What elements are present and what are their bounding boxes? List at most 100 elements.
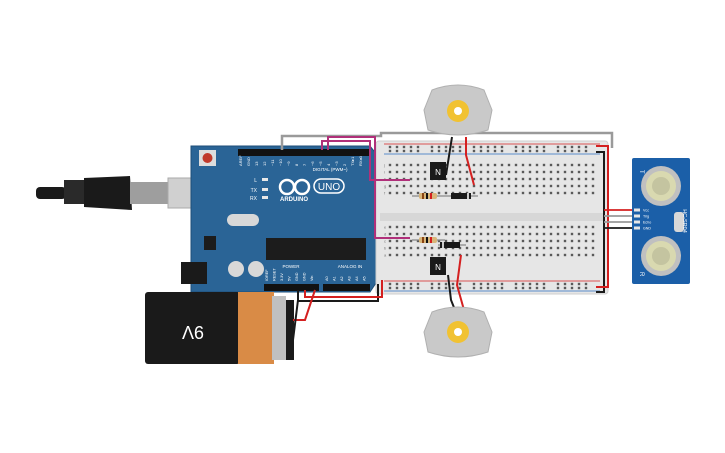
breadboard-hole[interactable] <box>430 286 434 290</box>
breadboard-hole[interactable] <box>479 232 483 236</box>
breadboard-hole[interactable] <box>507 177 511 181</box>
breadboard-hole[interactable] <box>535 163 539 167</box>
breadboard-hole[interactable] <box>535 286 539 290</box>
breadboard-hole[interactable] <box>514 253 518 257</box>
breadboard-hole[interactable] <box>591 191 595 195</box>
breadboard-hole[interactable] <box>388 239 392 243</box>
breadboard-hole[interactable] <box>577 286 581 290</box>
breadboard-hole[interactable] <box>388 253 392 257</box>
breadboard-hole[interactable] <box>416 253 420 257</box>
resistor-top[interactable] <box>412 193 445 199</box>
breadboard-hole[interactable] <box>577 282 581 286</box>
breadboard-hole[interactable] <box>500 225 504 229</box>
breadboard-hole[interactable] <box>402 232 406 236</box>
breadboard-hole[interactable] <box>500 282 504 286</box>
breadboard-hole[interactable] <box>444 282 448 286</box>
wire-5v-red[interactable] <box>304 280 383 298</box>
breadboard-hole[interactable] <box>423 253 427 257</box>
breadboard-hole[interactable] <box>528 191 532 195</box>
breadboard-hole[interactable] <box>584 149 588 153</box>
breadboard-hole[interactable] <box>437 145 441 149</box>
breadboard-hole[interactable] <box>409 191 413 195</box>
breadboard-hole[interactable] <box>556 225 560 229</box>
breadboard-hole[interactable] <box>451 286 455 290</box>
breadboard-hole[interactable] <box>528 246 532 250</box>
breadboard-hole[interactable] <box>479 239 483 243</box>
reset-button-cap[interactable] <box>202 153 213 163</box>
breadboard-hole[interactable] <box>542 145 546 149</box>
breadboard-hole[interactable] <box>542 253 546 257</box>
breadboard-hole[interactable] <box>486 163 490 167</box>
breadboard-hole[interactable] <box>479 149 483 153</box>
breadboard-hole[interactable] <box>486 286 490 290</box>
breadboard-hole[interactable] <box>423 170 427 174</box>
breadboard-hole[interactable] <box>570 191 574 195</box>
breadboard-hole[interactable] <box>507 253 511 257</box>
breadboard-hole[interactable] <box>570 282 574 286</box>
breadboard-hole[interactable] <box>584 163 588 167</box>
breadboard-hole[interactable] <box>514 239 518 243</box>
breadboard-hole[interactable] <box>528 177 532 181</box>
motor-bottom-wire-red[interactable] <box>455 254 465 311</box>
breadboard-hole[interactable] <box>493 232 497 236</box>
breadboard-hole[interactable] <box>514 170 518 174</box>
breadboard-hole[interactable] <box>521 145 525 149</box>
breadboard-hole[interactable] <box>430 225 434 229</box>
breadboard-hole[interactable] <box>521 177 525 181</box>
transistor-bottom[interactable]: N <box>430 257 446 275</box>
breadboard-hole[interactable] <box>493 239 497 243</box>
breadboard-hole[interactable] <box>472 225 476 229</box>
breadboard-hole[interactable] <box>402 246 406 250</box>
breadboard-hole[interactable] <box>479 163 483 167</box>
breadboard-hole[interactable] <box>423 232 427 236</box>
breadboard-hole[interactable] <box>542 246 546 250</box>
breadboard-hole[interactable] <box>577 149 581 153</box>
breadboard-hole[interactable] <box>472 246 476 250</box>
breadboard-hole[interactable] <box>409 282 413 286</box>
breadboard-hole[interactable] <box>437 239 441 243</box>
breadboard-hole[interactable] <box>528 170 532 174</box>
breadboard-hole[interactable] <box>570 286 574 290</box>
breadboard-hole[interactable] <box>388 282 392 286</box>
breadboard-hole[interactable] <box>493 191 497 195</box>
wire-signal-magenta[interactable] <box>327 136 410 239</box>
breadboard-hole[interactable] <box>430 253 434 257</box>
breadboard-hole[interactable] <box>556 239 560 243</box>
breadboard-hole[interactable] <box>402 170 406 174</box>
breadboard-hole[interactable] <box>479 286 483 290</box>
breadboard-hole[interactable] <box>402 149 406 153</box>
breadboard-hole[interactable] <box>451 253 455 257</box>
breadboard-hole[interactable] <box>437 286 441 290</box>
breadboard-hole[interactable] <box>528 149 532 153</box>
breadboard-hole[interactable] <box>542 282 546 286</box>
breadboard-hole[interactable] <box>563 225 567 229</box>
breadboard-hole[interactable] <box>472 239 476 243</box>
breadboard-hole[interactable] <box>584 177 588 181</box>
breadboard-hole[interactable] <box>577 177 581 181</box>
breadboard-hole[interactable] <box>591 246 595 250</box>
breadboard-hole[interactable] <box>444 191 448 195</box>
breadboard-hole[interactable] <box>423 246 427 250</box>
breadboard-hole[interactable] <box>437 232 441 236</box>
breadboard-hole[interactable] <box>465 184 469 188</box>
breadboard-hole[interactable] <box>514 177 518 181</box>
battery-wire-black[interactable] <box>292 299 299 341</box>
breadboard-hole[interactable] <box>528 286 532 290</box>
breadboard-hole[interactable] <box>514 282 518 286</box>
breadboard-hole[interactable] <box>500 184 504 188</box>
breadboard-hole[interactable] <box>472 286 476 290</box>
diode-top[interactable] <box>445 193 478 199</box>
breadboard-hole[interactable] <box>416 163 420 167</box>
breadboard-hole[interactable] <box>500 253 504 257</box>
breadboard-hole[interactable] <box>535 177 539 181</box>
breadboard-hole[interactable] <box>416 239 420 243</box>
breadboard-hole[interactable] <box>465 239 469 243</box>
breadboard-hole[interactable] <box>570 246 574 250</box>
breadboard-hole[interactable] <box>535 184 539 188</box>
digital-header-pins[interactable] <box>238 149 370 156</box>
breadboard-hole[interactable] <box>514 149 518 153</box>
breadboard-hole[interactable] <box>542 170 546 174</box>
breadboard-hole[interactable] <box>416 149 420 153</box>
breadboard-hole[interactable] <box>409 184 413 188</box>
breadboard-hole[interactable] <box>535 282 539 286</box>
